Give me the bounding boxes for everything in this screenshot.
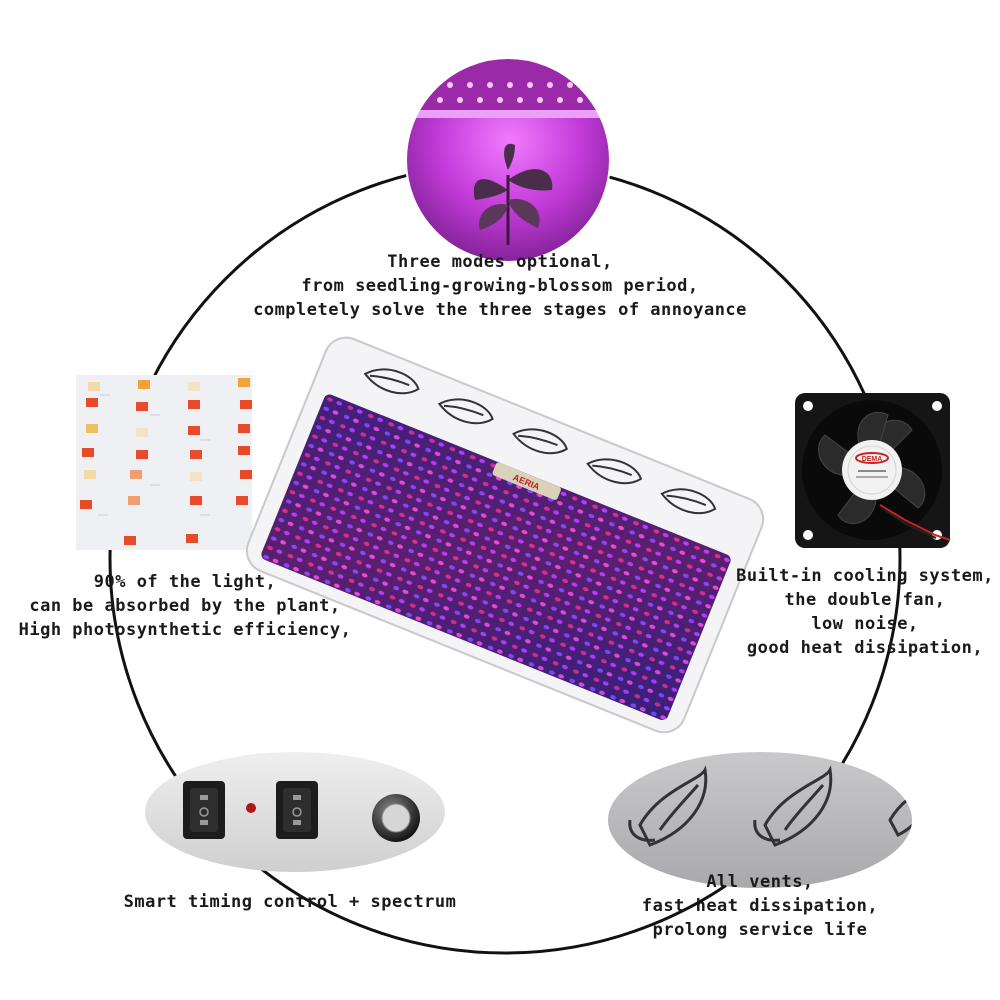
caption-line: the double fan, (784, 590, 946, 610)
caption-line: completely solve the three stages of ann… (253, 300, 747, 320)
led-chip-board-photo (76, 375, 252, 550)
fan-brand-label: DEMA (862, 456, 883, 463)
caption-line: Smart timing control + spectrum (123, 892, 457, 912)
control-panel-photo (145, 752, 445, 872)
caption-line: All vents, (706, 872, 814, 892)
grow-tent-photo (406, 58, 610, 262)
led-grow-light: AERIA (245, 336, 765, 734)
caption-line: 90% of the light, (93, 572, 277, 592)
caption-line: Three modes optional, (387, 252, 613, 272)
caption-line: good heat dissipation, (746, 638, 984, 658)
svg-text:DEMA: DEMA (862, 456, 883, 463)
caption-cooling-system: Built-in cooling system, the double fan,… (730, 564, 1000, 660)
caption-line: low noise, (811, 614, 919, 634)
led-chips (80, 378, 252, 545)
caption-line: can be absorbed by the plant, (29, 596, 341, 616)
caption-line: from seedling-growing-blossom period, (301, 276, 699, 296)
vents-photo (608, 752, 912, 888)
caption-line: prolong service life (652, 920, 868, 940)
caption-line: fast heat dissipation, (641, 896, 879, 916)
cooling-fan-photo: DEMA (795, 393, 951, 548)
caption-line: High photosynthetic efficiency, (18, 620, 352, 640)
caption-timing-control: Smart timing control + spectrum (80, 890, 500, 914)
caption-vents: All vents, fast heat dissipation, prolon… (600, 870, 920, 942)
caption-light-absorption: 90% of the light, can be absorbed by the… (0, 570, 370, 642)
caption-line: Built-in cooling system, (736, 566, 994, 586)
caption-three-modes: Three modes optional, from seedling-grow… (200, 250, 800, 322)
leaf-vent-row (363, 368, 717, 515)
